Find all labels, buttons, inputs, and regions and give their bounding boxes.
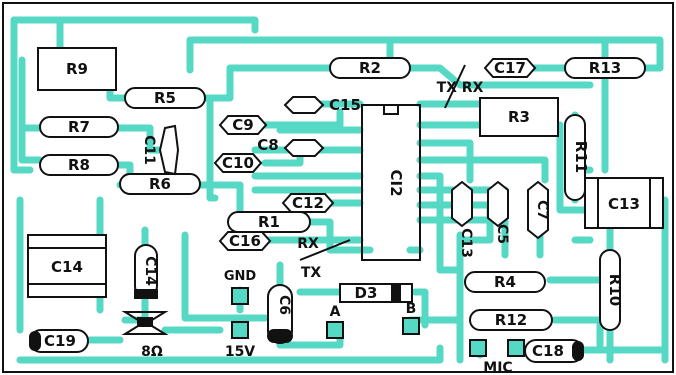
switch-links <box>299 64 466 261</box>
label-r9: R9 <box>66 60 88 78</box>
label-c3: C13 <box>458 228 474 258</box>
label-speaker-8ohm: 8Ω <box>141 344 163 360</box>
c7-body <box>527 180 549 240</box>
label-a: A <box>330 304 341 320</box>
r13-body <box>564 57 646 79</box>
r8-body <box>39 154 119 176</box>
label-mic: MIC <box>483 360 512 375</box>
r10-body <box>599 249 621 331</box>
label-r11: R11 <box>572 141 590 173</box>
c14-box-body <box>27 234 107 298</box>
r5-body <box>124 87 206 109</box>
pad-b <box>402 317 420 335</box>
label-d3: D3 <box>355 284 378 302</box>
label-c19: C19 <box>44 332 76 350</box>
label-r4: R4 <box>494 273 516 291</box>
label-c11: C11 <box>141 135 157 165</box>
c12-body <box>281 193 335 213</box>
c11-body <box>158 124 180 176</box>
label-txrx-top: TX RX <box>437 80 484 96</box>
label-c8: C8 <box>257 136 278 154</box>
label-rx: RX <box>297 236 319 252</box>
r12-body <box>469 309 553 331</box>
c10-body <box>213 153 263 173</box>
r3-body <box>479 97 559 137</box>
c17-body <box>483 58 537 78</box>
label-c4: C14 <box>142 256 158 286</box>
label-ic2: CI2 <box>387 169 405 196</box>
label-c16: C16 <box>229 232 261 250</box>
c9-body <box>218 115 268 135</box>
label-c10: C10 <box>222 154 254 172</box>
pad-mic-2 <box>507 339 525 357</box>
capacitor-bodies <box>158 58 549 251</box>
pad-gnd <box>231 287 249 305</box>
label-r8: R8 <box>68 156 90 174</box>
pad-a <box>326 321 344 339</box>
r7-body <box>39 116 119 138</box>
label-r2: R2 <box>359 59 381 77</box>
label-c6: C6 <box>276 295 292 315</box>
label-r12: R12 <box>495 311 527 329</box>
switch-line-bottom <box>299 239 351 261</box>
label-r6: R6 <box>149 175 171 193</box>
c15-body <box>283 96 325 114</box>
c16-body <box>218 231 272 251</box>
label-c9: C9 <box>232 116 253 134</box>
r9-body <box>37 47 117 91</box>
switch-line-top <box>444 64 466 109</box>
labels: R9 R2 R13 R5 R7 R8 R6 R1 R4 R12 R3 R11 R… <box>44 59 640 375</box>
c8-body <box>283 139 325 157</box>
r2-body <box>329 57 411 79</box>
label-gnd: GND <box>224 269 257 284</box>
label-b: B <box>406 301 417 317</box>
pad-15v <box>231 321 249 339</box>
label-c14-box: C14 <box>51 258 83 276</box>
r1-body <box>227 211 311 233</box>
r4-body <box>464 271 546 293</box>
label-c13: C13 <box>608 195 640 213</box>
label-r7: R7 <box>68 118 90 136</box>
label-r5: R5 <box>154 89 176 107</box>
label-c18: C18 <box>532 342 564 360</box>
ic2-notch <box>383 104 399 115</box>
label-tx: TX <box>301 265 322 281</box>
label-c17: C17 <box>494 59 526 77</box>
loudspeaker-icon <box>121 311 169 335</box>
r6-body <box>119 173 201 195</box>
label-c5: C5 <box>494 224 510 244</box>
label-r3: R3 <box>508 108 530 126</box>
c5-body <box>487 180 509 228</box>
label-r13: R13 <box>589 59 621 77</box>
component-outlines <box>27 47 664 298</box>
pad-mic-1 <box>469 339 487 357</box>
r11-body <box>564 114 586 201</box>
solder-pads <box>231 287 525 357</box>
label-r1: R1 <box>258 213 280 231</box>
label-15v: 15V <box>225 344 255 360</box>
label-c15: C15 <box>329 96 361 114</box>
c3-body <box>451 180 473 228</box>
resistor-bodies <box>39 57 646 331</box>
label-c12: C12 <box>292 194 324 212</box>
electrolytic-bodies <box>29 244 584 363</box>
label-r10: R10 <box>606 274 624 306</box>
label-c7: C7 <box>534 200 550 220</box>
